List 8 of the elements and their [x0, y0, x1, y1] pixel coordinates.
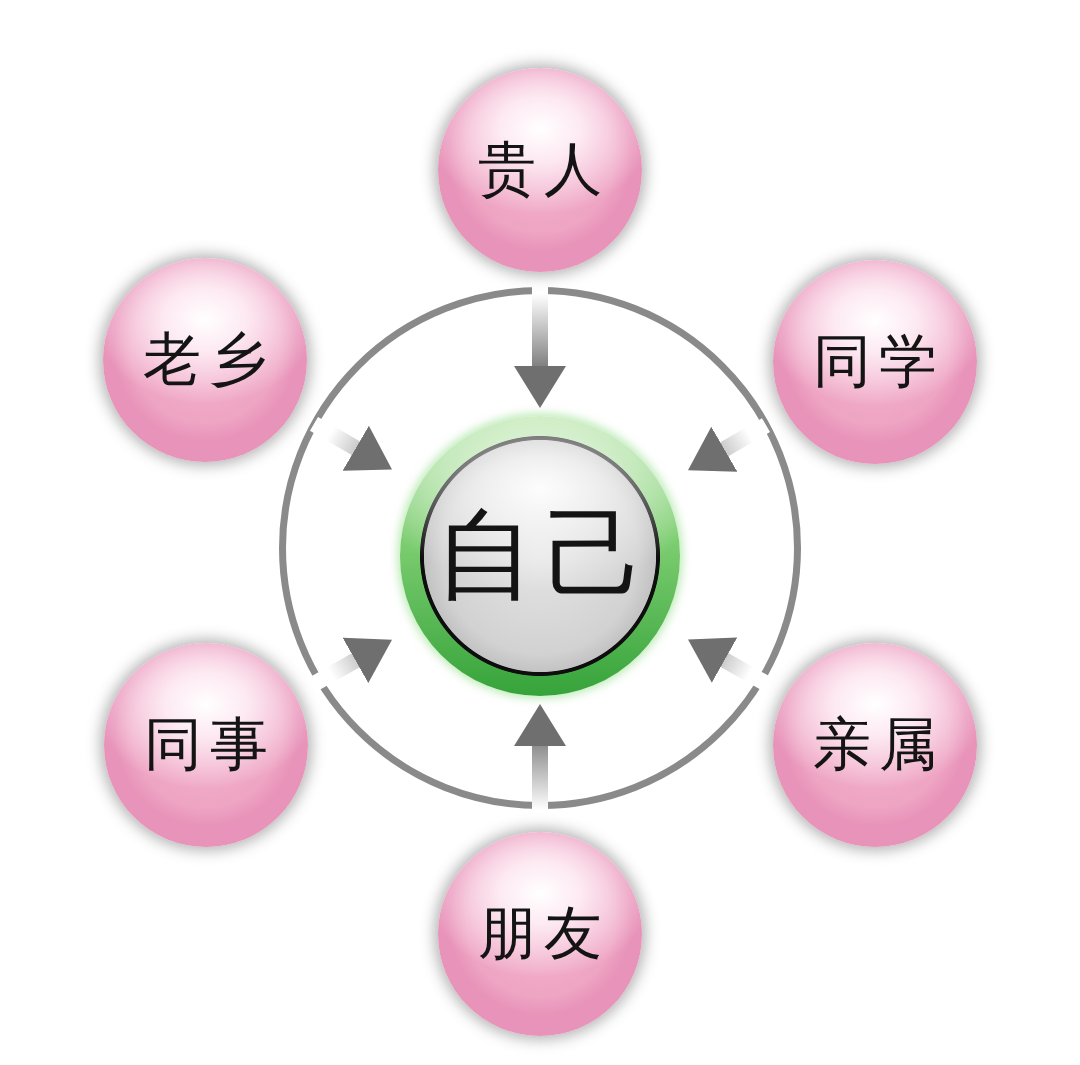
- circle-node: 朋友: [438, 832, 642, 1036]
- circle-node: 亲属: [773, 643, 977, 847]
- circle-node: 贵人: [438, 68, 642, 272]
- center-circle: 自己: [400, 416, 680, 696]
- ring: [279, 287, 801, 809]
- circle-node: 老乡: [103, 258, 307, 462]
- circle-node: 同学: [773, 260, 977, 464]
- circle-node: 同事: [104, 643, 308, 847]
